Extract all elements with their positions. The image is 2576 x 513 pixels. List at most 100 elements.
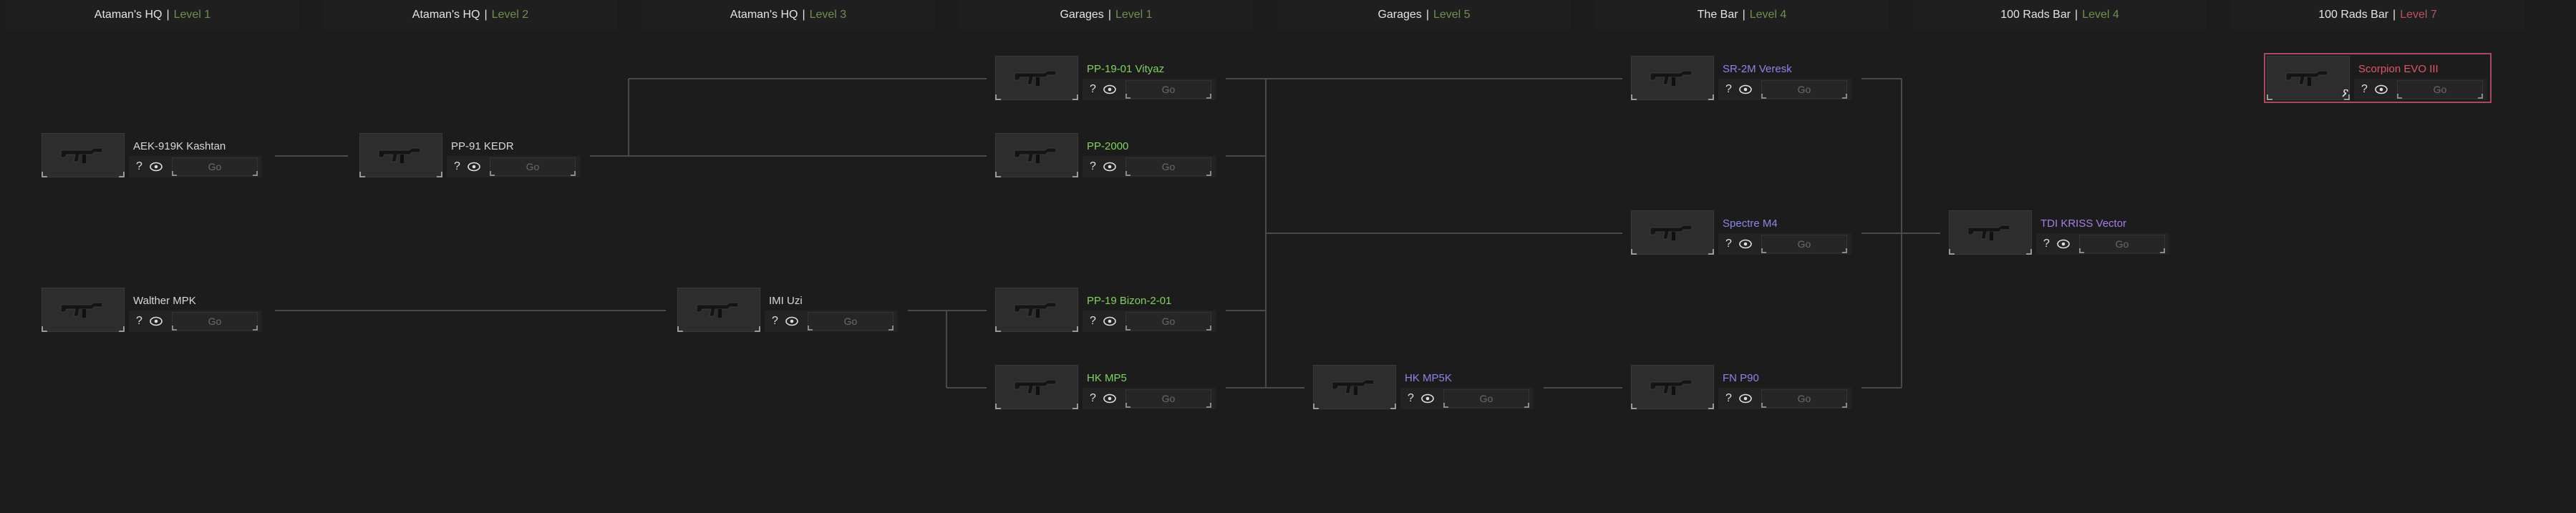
smg-icon — [1330, 373, 1380, 401]
weapon-thumbnail[interactable] — [677, 288, 760, 332]
weapon-thumbnail[interactable] — [995, 365, 1078, 409]
header-separator: | — [484, 9, 488, 21]
smg-icon — [1012, 64, 1062, 92]
weapon-node-sr2m[interactable]: SR-2M Veresk ? Go — [1631, 56, 1853, 100]
help-icon[interactable]: ? — [1090, 392, 1096, 404]
trader-level-locked: Level 7 — [2400, 9, 2437, 21]
weapon-node-kedr[interactable]: PP-91 KEDR ? Go — [359, 133, 581, 177]
go-button[interactable]: Go — [1761, 235, 1847, 253]
weapon-thumbnail[interactable] — [2267, 56, 2350, 100]
weapon-controls: ? Go — [765, 311, 898, 332]
weapon-thumbnail[interactable] — [1631, 365, 1714, 409]
eye-icon[interactable] — [149, 316, 163, 327]
trader-name: Garages — [1377, 9, 1422, 21]
help-icon[interactable]: ? — [1725, 238, 1732, 250]
header-separator: | — [1425, 9, 1429, 21]
help-icon[interactable]: ? — [136, 160, 142, 172]
eye-icon[interactable] — [1103, 161, 1117, 172]
weapon-controls: ? Go — [1083, 156, 1216, 177]
weapon-name: Spectre M4 — [1723, 218, 1778, 230]
weapon-thumbnail[interactable] — [42, 133, 125, 177]
weapon-thumbnail[interactable] — [1949, 210, 2032, 255]
weapon-thumbnail[interactable] — [995, 56, 1078, 100]
eye-icon[interactable] — [1103, 393, 1117, 404]
help-icon[interactable]: ? — [1725, 83, 1732, 95]
weapon-node-mpk[interactable]: Walther MPK ? Go — [42, 288, 263, 332]
eye-icon[interactable] — [1103, 84, 1117, 95]
weapon-node-spectre[interactable]: Spectre M4 ? Go — [1631, 210, 1853, 255]
go-button[interactable]: Go — [490, 157, 576, 176]
weapon-node-aek[interactable]: AEK-919K Kashtan ? Go — [42, 133, 263, 177]
weapon-name: PP-19-01 Vityaz — [1087, 63, 1165, 75]
weapon-controls: ? Go — [2354, 79, 2487, 100]
go-button[interactable]: Go — [1443, 389, 1529, 408]
trader-name: Ataman's HQ — [730, 9, 798, 21]
go-button[interactable]: Go — [172, 312, 258, 331]
help-icon[interactable]: ? — [2361, 83, 2368, 95]
trader-level: Level 1 — [1115, 9, 1153, 21]
weapon-name: Walther MPK — [133, 295, 196, 307]
weapon-thumbnail[interactable] — [1631, 210, 1714, 255]
go-button[interactable]: Go — [172, 157, 258, 176]
go-button[interactable]: Go — [2397, 80, 2483, 99]
go-button[interactable]: Go — [1761, 389, 1847, 408]
weapon-node-pp2000[interactable]: PP-2000 ? Go — [995, 133, 1217, 177]
smg-icon — [1647, 64, 1698, 92]
help-icon[interactable]: ? — [454, 160, 460, 172]
eye-icon[interactable] — [149, 161, 163, 172]
help-icon[interactable]: ? — [1090, 83, 1096, 95]
smg-icon — [1012, 373, 1062, 401]
eye-icon[interactable] — [1738, 393, 1753, 404]
weapon-node-mp5[interactable]: HK MP5 ? Go — [995, 365, 1217, 409]
weapon-name: HK MP5 — [1087, 372, 1127, 384]
eye-icon[interactable] — [1738, 84, 1753, 95]
weapon-thumbnail[interactable] — [995, 288, 1078, 332]
wrench-icon — [2341, 89, 2350, 97]
eye-icon[interactable] — [1420, 393, 1435, 404]
eye-icon[interactable] — [1103, 316, 1117, 327]
help-icon[interactable]: ? — [1408, 392, 1414, 404]
header-separator: | — [802, 9, 805, 21]
smg-icon — [1012, 142, 1062, 170]
weapon-node-bizon[interactable]: PP-19 Bizon-2-01 ? Go — [995, 288, 1217, 332]
go-button[interactable]: Go — [808, 312, 894, 331]
go-button[interactable]: Go — [2079, 235, 2165, 253]
weapon-node-vityaz[interactable]: PP-19-01 Vityaz ? Go — [995, 56, 1217, 100]
weapon-name: HK MP5K — [1405, 372, 1452, 384]
weapon-thumbnail[interactable] — [42, 288, 125, 332]
eye-icon[interactable] — [2056, 238, 2071, 250]
help-icon[interactable]: ? — [136, 315, 142, 327]
help-icon[interactable]: ? — [772, 315, 778, 327]
weapon-thumbnail[interactable] — [1313, 365, 1396, 409]
help-icon[interactable]: ? — [1725, 392, 1732, 404]
weapon-node-mp5k[interactable]: HK MP5K ? Go — [1313, 365, 1535, 409]
eye-icon[interactable] — [2374, 84, 2388, 95]
weapon-controls: ? Go — [1718, 79, 1851, 100]
go-button[interactable]: Go — [1125, 312, 1211, 331]
eye-icon[interactable] — [467, 161, 481, 172]
eye-icon[interactable] — [1738, 238, 1753, 250]
weapon-node-uzi[interactable]: IMI Uzi ? Go — [677, 288, 899, 332]
weapon-thumbnail[interactable] — [995, 133, 1078, 177]
weapon-node-scorpion[interactable]: Scorpion EVO III ? Go — [2264, 53, 2492, 103]
go-button[interactable]: Go — [1125, 157, 1211, 176]
weapon-node-vector[interactable]: TDI KRISS Vector ? Go — [1949, 210, 2171, 255]
weapon-node-p90[interactable]: FN P90 ? Go — [1631, 365, 1853, 409]
go-button[interactable]: Go — [1761, 80, 1847, 99]
help-icon[interactable]: ? — [1090, 315, 1096, 327]
go-button[interactable]: Go — [1125, 389, 1211, 408]
help-icon[interactable]: ? — [2043, 238, 2050, 250]
weapon-name: PP-19 Bizon-2-01 — [1087, 295, 1172, 307]
column-header-4: Garages | Level 1 — [959, 0, 1253, 30]
go-button[interactable]: Go — [1125, 80, 1211, 99]
weapon-controls: ? Go — [1083, 79, 1216, 100]
smg-icon — [1647, 373, 1698, 401]
weapon-thumbnail[interactable] — [1631, 56, 1714, 100]
weapon-thumbnail[interactable] — [359, 133, 442, 177]
eye-icon[interactable] — [785, 316, 799, 327]
column-header-5: Garages | Level 5 — [1277, 0, 1571, 30]
help-icon[interactable]: ? — [1090, 160, 1096, 172]
weapon-controls: ? Go — [129, 311, 262, 332]
trader-name: Garages — [1060, 9, 1104, 21]
